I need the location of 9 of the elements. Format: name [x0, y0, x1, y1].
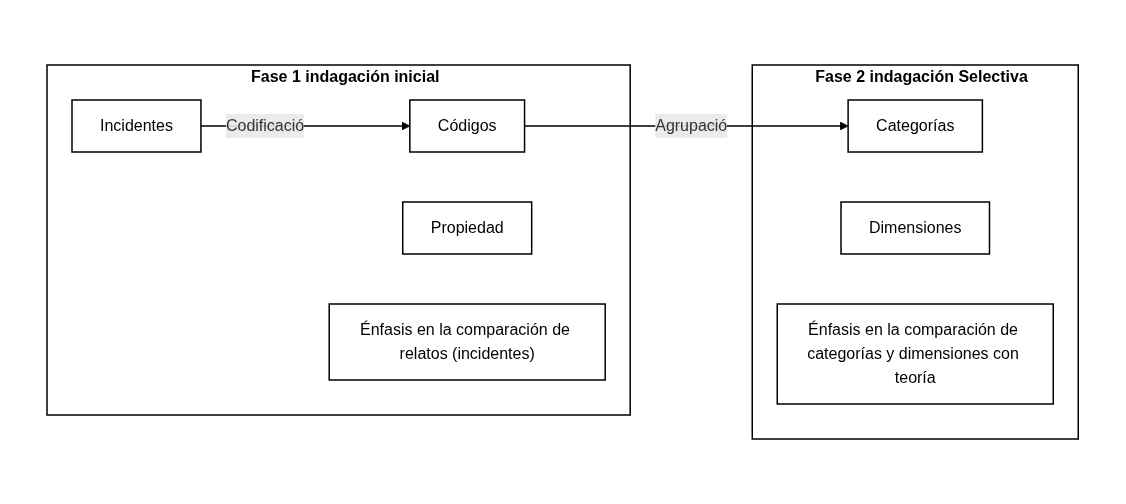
node-box: Códigos: [409, 99, 526, 153]
edge-label: Codificació: [226, 117, 305, 134]
node-box: Énfasis en la comparación de relatos (incidentes): [328, 303, 607, 381]
node-box: Propiedad: [402, 201, 533, 255]
node-box: Dimensiones: [840, 201, 991, 255]
node-box: Incidentes: [71, 99, 203, 153]
node-box: Categorías: [847, 99, 984, 153]
edge-label: Agrupació: [655, 117, 728, 134]
node-box: Énfasis en la comparación de categorías y dimensiones con teoría: [776, 303, 1055, 405]
